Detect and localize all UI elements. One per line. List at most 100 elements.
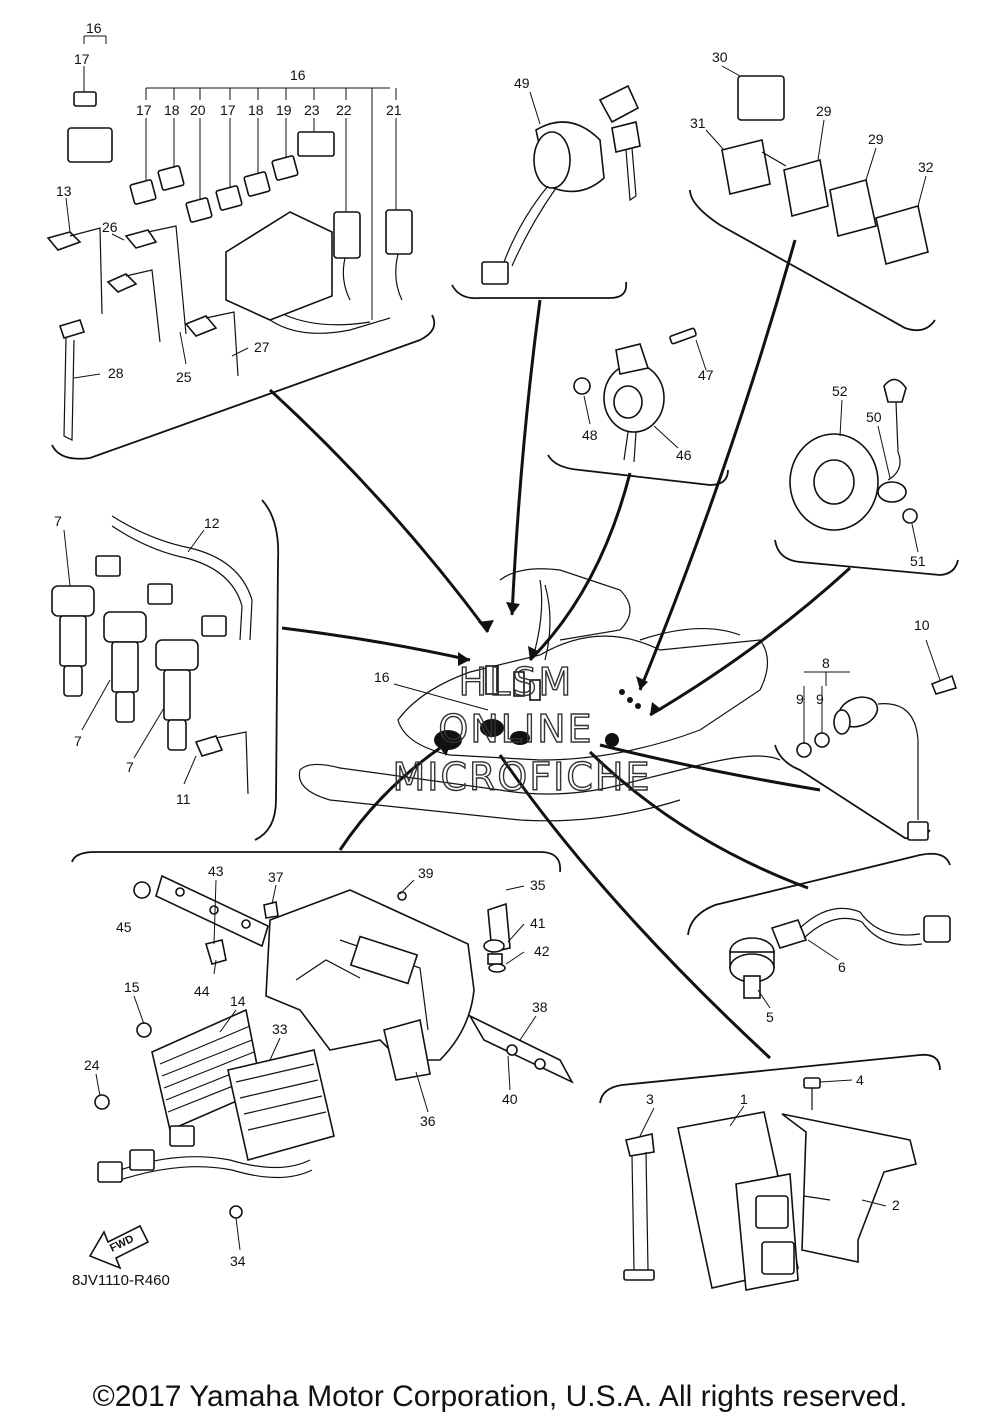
speed-sensor-parts xyxy=(796,674,958,841)
callout-19: 19 xyxy=(276,102,292,118)
callout-30: 30 xyxy=(712,49,728,65)
callout-24: 24 xyxy=(84,1057,100,1073)
callout-17: 17 xyxy=(136,102,152,118)
callout-41: 41 xyxy=(530,915,546,931)
callout-11: 11 xyxy=(176,791,191,807)
band-26 xyxy=(124,229,158,249)
panel-ecu xyxy=(599,1053,941,1104)
callout-45: 45 xyxy=(116,919,132,935)
callout-27: 27 xyxy=(254,339,270,355)
callout-2: 2 xyxy=(892,1197,900,1213)
callout-16: 16 xyxy=(290,67,306,83)
watermark-line-2: ONLINE xyxy=(438,707,593,751)
pointer-lines xyxy=(268,239,852,1060)
relay-parts xyxy=(721,75,929,266)
ecu-bracket-parts: FWD xyxy=(88,874,574,1270)
panel-ignition-coils xyxy=(254,499,280,841)
callout-34: 34 xyxy=(230,1253,246,1269)
fwd-arrow: FWD xyxy=(88,1224,150,1270)
callout-15: 15 xyxy=(124,979,140,995)
panel-buzzer xyxy=(547,454,729,486)
callout-25: 25 xyxy=(176,369,192,385)
callout-21: 21 xyxy=(386,102,402,118)
callout-7: 7 xyxy=(126,759,134,775)
callout-labels: 16 17 16 17 18 20 17 18 19 23 22 21 1 3 2… xyxy=(54,20,934,1269)
callout-7: 7 xyxy=(54,513,62,529)
callout-47: 47 xyxy=(698,367,714,383)
callout-44: 44 xyxy=(194,983,210,999)
callout-29: 29 xyxy=(816,103,832,119)
callout-32: 32 xyxy=(918,159,934,175)
callout-49: 49 xyxy=(514,75,530,91)
callout-36: 36 xyxy=(420,1113,436,1129)
callout-7: 7 xyxy=(74,733,82,749)
callout-51: 51 xyxy=(910,553,926,569)
callout-1: 1 xyxy=(740,1091,748,1107)
callout-42: 42 xyxy=(534,943,550,959)
bracket-body xyxy=(265,889,475,1061)
buzzer-parts xyxy=(573,327,697,463)
callout-48: 48 xyxy=(582,427,598,443)
panel-speed-sensor xyxy=(774,744,931,840)
callout-29: 29 xyxy=(868,131,884,147)
fuse-box-parts xyxy=(46,91,413,441)
coil-3 xyxy=(155,639,199,751)
callout-46: 46 xyxy=(676,447,692,463)
tie-28 xyxy=(58,319,86,339)
band-13 xyxy=(46,231,82,251)
callout-50: 50 xyxy=(866,409,882,425)
watermark: HLSM ONLINE MICROFICHE xyxy=(392,659,651,799)
snowmobile-outline xyxy=(298,568,781,822)
main-switch-parts xyxy=(481,84,641,285)
callout-43: 43 xyxy=(208,863,224,879)
callout-28: 28 xyxy=(108,365,124,381)
callout-17: 17 xyxy=(220,102,236,118)
watermark-line-1: HLSM xyxy=(459,660,574,704)
panel-main-switch xyxy=(451,281,628,300)
callout-9: 9 xyxy=(816,691,824,707)
panel-outlines xyxy=(51,189,959,1104)
callout-40: 40 xyxy=(502,1091,518,1107)
ignition-coil-parts xyxy=(51,515,253,795)
panel-trigger-wheel xyxy=(774,539,959,576)
callout-20: 20 xyxy=(190,102,206,118)
callout-52: 52 xyxy=(832,383,848,399)
callout-37: 37 xyxy=(268,869,284,885)
callout-18: 18 xyxy=(164,102,180,118)
callout-12: 12 xyxy=(204,515,220,531)
callout-16: 16 xyxy=(86,20,102,36)
ecu-33 xyxy=(227,1049,335,1161)
copyright-notice: ©2017 Yamaha Motor Corporation, U.S.A. A… xyxy=(92,1380,908,1413)
leader-lines xyxy=(63,35,941,1251)
pressure-switch-parts xyxy=(729,907,951,999)
callout-5: 5 xyxy=(766,1009,774,1025)
callout-31: 31 xyxy=(690,115,706,131)
panel-ecu-bracket xyxy=(71,851,562,873)
callout-33: 33 xyxy=(272,1021,288,1037)
callout-4: 4 xyxy=(856,1072,864,1088)
electrical-parts-diagram: FWD HLSM ONLINE MICROFICHE xyxy=(46,20,959,1291)
callout-3: 3 xyxy=(646,1091,654,1107)
coil-2 xyxy=(103,611,147,723)
watermark-line-3: MICROFICHE xyxy=(392,755,651,799)
callout-9: 9 xyxy=(796,691,804,707)
callout-14: 14 xyxy=(230,993,246,1009)
callout-35: 35 xyxy=(530,877,546,893)
callout-18: 18 xyxy=(248,102,264,118)
callout-22: 22 xyxy=(336,102,352,118)
panel-relays xyxy=(689,189,936,332)
callout-6: 6 xyxy=(838,959,846,975)
callout-10: 10 xyxy=(914,617,930,633)
callout-38: 38 xyxy=(532,999,548,1015)
callout-16: 16 xyxy=(374,669,390,685)
panel-pressure-switch xyxy=(687,852,951,936)
fuse-row xyxy=(129,131,335,223)
callout-23: 23 xyxy=(304,102,320,118)
callout-39: 39 xyxy=(418,865,434,881)
fuse-box-body xyxy=(225,211,333,321)
ecu-unit-parts xyxy=(623,1077,917,1291)
panel-fuse-box xyxy=(51,314,436,460)
trigger-wheel-parts xyxy=(789,378,918,531)
drawing-code: 8JV1110-R460 xyxy=(72,1272,170,1289)
callout-17: 17 xyxy=(74,51,90,67)
